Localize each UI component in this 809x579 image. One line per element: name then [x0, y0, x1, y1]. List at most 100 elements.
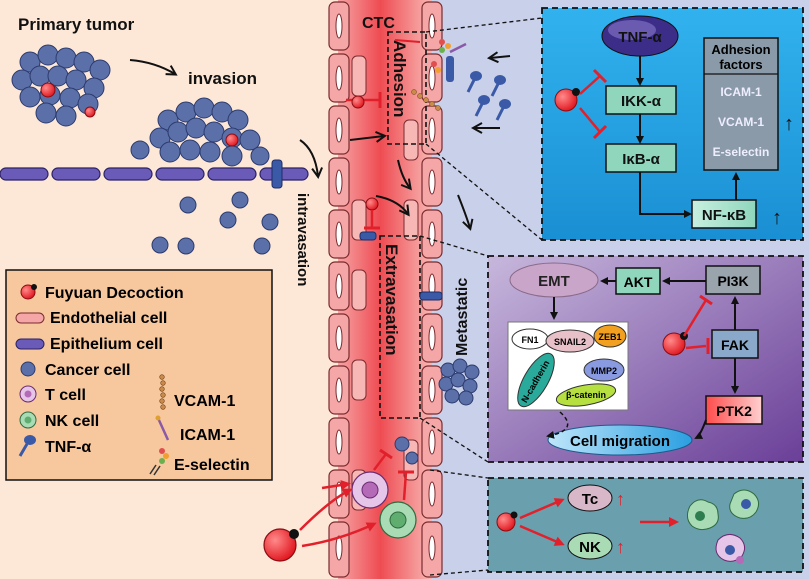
arrow: [694, 419, 707, 439]
scattered-cancer-cells: [151, 191, 279, 255]
extravasation-label: Extravasation: [382, 244, 401, 356]
marker-snail2: [545, 329, 595, 353]
inhibit-line: [579, 75, 601, 95]
ctc-cancer-cell: [394, 436, 410, 452]
fak-label: FAK: [721, 337, 749, 353]
inhibit-line: [579, 107, 601, 133]
cancer-cell-icon: [20, 361, 36, 377]
nfkb-node: [691, 199, 757, 229]
fuyuan-drop-icon: [40, 82, 56, 98]
fuyuan-drop-dot: [572, 88, 580, 96]
akt-label: AKT: [624, 274, 653, 290]
marker-mmp2: [583, 358, 625, 382]
marker-label: MMP2: [591, 366, 617, 376]
e-selectin-icon: [149, 448, 169, 476]
fuyuan-drop-icon: [662, 332, 686, 356]
legend-box: [5, 269, 273, 481]
fuyuan-decoction-dot: [31, 284, 37, 290]
inhibit-bar: [379, 448, 393, 460]
legend-label: Endothelial cell: [50, 310, 167, 327]
zoom-line: [425, 17, 543, 33]
ikb-label: IκB-α: [622, 151, 660, 168]
up-arrow-icon: ↑: [772, 207, 782, 229]
legend-label: Epithelium cell: [50, 336, 163, 353]
legend-label: Cancer cell: [45, 362, 130, 379]
arrow: [397, 159, 410, 188]
fuyuan-decoction-dot: [289, 529, 299, 539]
marker-beta-catenin: [555, 383, 617, 407]
vessel-wall-right-nuclei: [428, 13, 436, 561]
fuyuan-drop-icon: [496, 512, 516, 532]
intravasation-label: intravasation: [294, 193, 311, 286]
intravasation-arrow: [299, 139, 318, 176]
legend-label: E-selectin: [174, 457, 250, 474]
marker-label: ZEB1: [598, 332, 621, 342]
metastatic-label: Metastatic: [454, 278, 471, 356]
marker-ncadherin: [517, 352, 555, 408]
fuyuan-drop-icon: [84, 106, 96, 118]
marker-label: FN1: [521, 335, 538, 345]
primary-tumor-cluster: [11, 44, 111, 127]
activation-arrow: [301, 522, 377, 548]
activation-arrow: [321, 480, 351, 491]
legend-label: VCAM-1: [174, 393, 235, 410]
tc-label: Tc: [582, 491, 598, 508]
fuyuan-drop-icon: [365, 197, 379, 211]
ctc-cell: [359, 231, 377, 241]
fuyuan-drop-icon: [225, 133, 239, 147]
vcam-1-icon: [159, 374, 166, 410]
fuyuan-drop-icon: [351, 95, 365, 109]
nfkb-label: NF-κB: [702, 207, 746, 224]
inhibit-line: [682, 299, 708, 337]
up-arrow-icon: ↑: [616, 489, 625, 509]
ctc-cancer-cell: [405, 451, 419, 465]
inhibit-line: [373, 453, 387, 471]
t-cell-nucleus: [361, 481, 379, 499]
invasion-arrow: [129, 59, 175, 74]
fuyuan-decoction-drop: [263, 528, 297, 562]
pi3k-label: PI3K: [717, 273, 748, 289]
icam-1-icon: [155, 415, 170, 441]
adhesion-label: Adhesion: [390, 40, 409, 117]
adhesion-box: [387, 31, 427, 145]
marker-zeb1: [593, 324, 627, 348]
inhibit-line: [685, 344, 707, 350]
activation-arrow: [299, 488, 353, 531]
fak-node: [711, 329, 759, 359]
primary-tumor-title: Primary tumor: [18, 15, 135, 34]
metastatic-arrow: [457, 194, 470, 228]
emt-label: EMT: [538, 273, 570, 290]
immune-attack-cells: [686, 489, 760, 564]
invasion-label: invasion: [188, 69, 257, 88]
tnf-node-highlight: [608, 20, 656, 40]
tnf-alpha-stem: [18, 443, 29, 457]
nk-cell-nucleus: [389, 511, 407, 529]
akt-node: [615, 267, 661, 295]
ikk-label: IKK-α: [621, 93, 662, 110]
adhesion-molecules: [411, 39, 467, 111]
adhesion-factors-box: [703, 37, 779, 171]
inhibit-bar: [592, 124, 608, 140]
nk-cell-nucleus: [24, 416, 32, 424]
adhesion-factors-title: factors: [719, 57, 762, 72]
marker-label: SNAIL2: [554, 337, 586, 347]
ctc-label: CTC: [362, 15, 395, 32]
adhesion-factor: E-selectin: [713, 145, 770, 159]
adhesion-factors-title: Adhesion: [711, 42, 770, 57]
dashed-arrow: [546, 411, 569, 439]
inhibit-line: [394, 39, 421, 43]
legend-label: Fuyuan Decoction: [45, 285, 184, 302]
zoom-line: [429, 569, 489, 576]
endothelial-cell-icon: [15, 312, 45, 324]
legend-label: ICAM-1: [180, 427, 235, 444]
activation-arrow: [519, 498, 565, 520]
ptk2-node: [705, 395, 763, 425]
legend: Fuyuan Decoction Endothelial cell Epithe…: [15, 284, 250, 476]
t-cell-nucleus: [24, 390, 32, 398]
tnf-label: TNF-α: [618, 29, 662, 46]
activation-arrow: [519, 524, 565, 546]
up-arrow-icon: ↑: [616, 537, 625, 557]
metastatic-cluster: [438, 358, 480, 406]
